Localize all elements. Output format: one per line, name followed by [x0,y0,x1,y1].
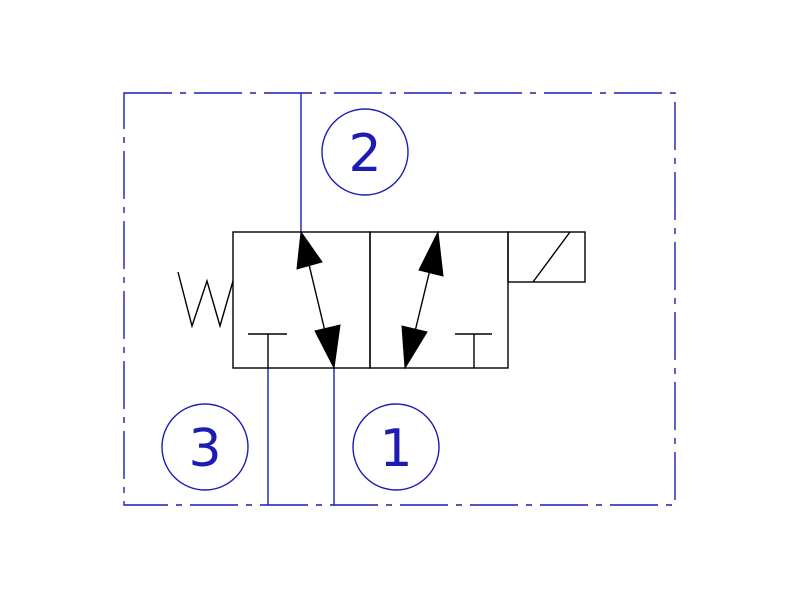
flow-arrow-right [401,230,444,370]
port-3-marker: 3 [161,403,249,491]
blocked-port-left [248,333,287,368]
port-2-label: 2 [348,124,381,184]
valve-box-right [369,231,509,369]
port-1-label: 1 [379,419,412,479]
port-1-circle [352,403,440,491]
port-1-marker: 1 [352,403,440,491]
flow-arrow-left [296,230,341,370]
port-2-marker: 2 [321,108,409,196]
solenoid-icon [507,231,586,283]
port-2-circle [321,108,409,196]
port-3-circle [161,403,249,491]
spring-return-icon [177,271,234,329]
blocked-port-right [455,333,492,368]
port-3-label: 3 [188,419,221,479]
boundary-frame [123,92,676,506]
